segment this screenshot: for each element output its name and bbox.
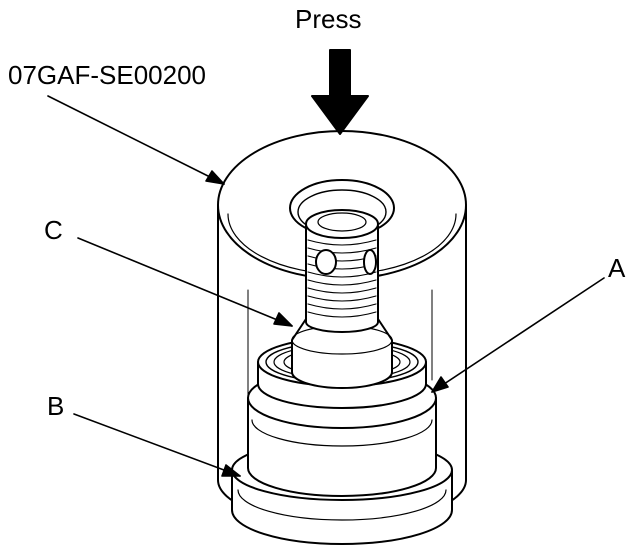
press-label: Press [295,4,362,34]
a-leader-line [431,277,605,393]
press-arrow [311,49,369,135]
a-leader-arrowhead [431,376,449,393]
leader-lines [47,95,605,477]
part-b-label: B [47,391,65,421]
b-leader-line [73,413,241,477]
part-c-label: C [44,215,63,245]
part-c-shaft [291,209,393,389]
b-leader-arrowhead [221,464,241,477]
c-leader-arrowhead [273,312,293,327]
tool-number-label: 07GAF-SE00200 [8,60,207,90]
part-a-label: A [608,253,626,283]
tool-leader-line [47,95,225,185]
tool-leader-arrowhead [205,170,225,185]
c-leader-line [77,237,293,327]
